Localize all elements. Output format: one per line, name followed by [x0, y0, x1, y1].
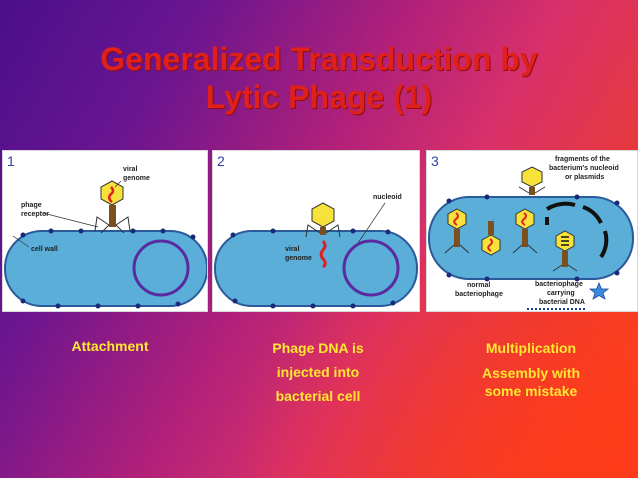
label-fragments-2: bacterium's nucleoid [549, 165, 619, 172]
caption-line: some mistake [484, 383, 578, 399]
caption-multiplication: Multiplication Assembly with some mistak… [456, 336, 606, 400]
injection-diagram: nucleoid viral genome [214, 194, 418, 309]
caption-line: bacterial cell [275, 388, 361, 404]
caption-injection: Phage DNA is injected into bacterial cel… [248, 336, 388, 408]
label-normal-2: bacteriophage [455, 291, 503, 298]
panel-number: 1 [7, 153, 15, 169]
caption-line: Phage DNA is [272, 340, 364, 356]
attachment-diagram: viral genome phage receptor cell wall [4, 166, 207, 309]
caption-line: Attachment [71, 338, 149, 354]
star-icon [588, 281, 610, 300]
label-fragments-3: or plasmids [565, 174, 604, 181]
caption-line: injected into [276, 364, 360, 380]
label-carrying-1: bacteriophage [535, 281, 583, 288]
cell-wall-receptors [20, 228, 196, 309]
label-carrying-3: bacterial DNA [539, 299, 585, 306]
label-nucleoid: nucleoid [373, 194, 402, 201]
bacterial-cell [4, 230, 207, 307]
caption-line: Multiplication [485, 340, 577, 356]
panel-number: 3 [431, 153, 439, 169]
title-line-2: Lytic Phage (1) [205, 79, 433, 115]
panel-attachment: 1 viral genome phage receptor cell wall [2, 150, 208, 312]
caption-attachment: Attachment [40, 334, 180, 358]
bacterial-cell [428, 196, 634, 280]
label-viral-genome-2: genome [285, 255, 312, 262]
panel-number: 2 [217, 153, 225, 169]
cell-wall-receptors [446, 194, 620, 282]
progeny-phages [444, 208, 578, 272]
multiplication-diagram: fragments of the bacterium's nucleoid or… [428, 156, 634, 310]
label-normal-1: normal [467, 282, 490, 289]
label-phage-receptor-2: receptor [21, 211, 49, 218]
label-viral-genome-2: genome [123, 175, 150, 182]
phage-empty [305, 202, 341, 238]
slide-title: Generalized Transduction by Lytic Phage … [0, 40, 638, 116]
panel-multiplication: 3 [426, 150, 638, 312]
label-viral-genome-1: viral [285, 246, 299, 253]
label-viral-genome-1: viral [123, 166, 137, 173]
bacterial-cell [214, 230, 418, 307]
nucleoid [132, 239, 190, 297]
caption-line: Assembly with [481, 365, 581, 381]
label-cell-wall: cell wall [31, 246, 58, 253]
injected-viral-dna [319, 240, 327, 269]
phage-top [518, 166, 546, 195]
label-carrying-2: carrying [547, 290, 575, 297]
label-phage-receptor-1: phage [21, 202, 42, 209]
label-fragments-1: fragments of the [555, 156, 610, 163]
panel-injection: 2 nucleoid viral genome [212, 150, 420, 312]
phage [94, 180, 131, 234]
fragmented-nucleoid [545, 201, 609, 259]
title-line-1: Generalized Transduction by [100, 41, 538, 77]
cell-wall-receptors [230, 228, 396, 309]
nucleoid [342, 239, 400, 297]
